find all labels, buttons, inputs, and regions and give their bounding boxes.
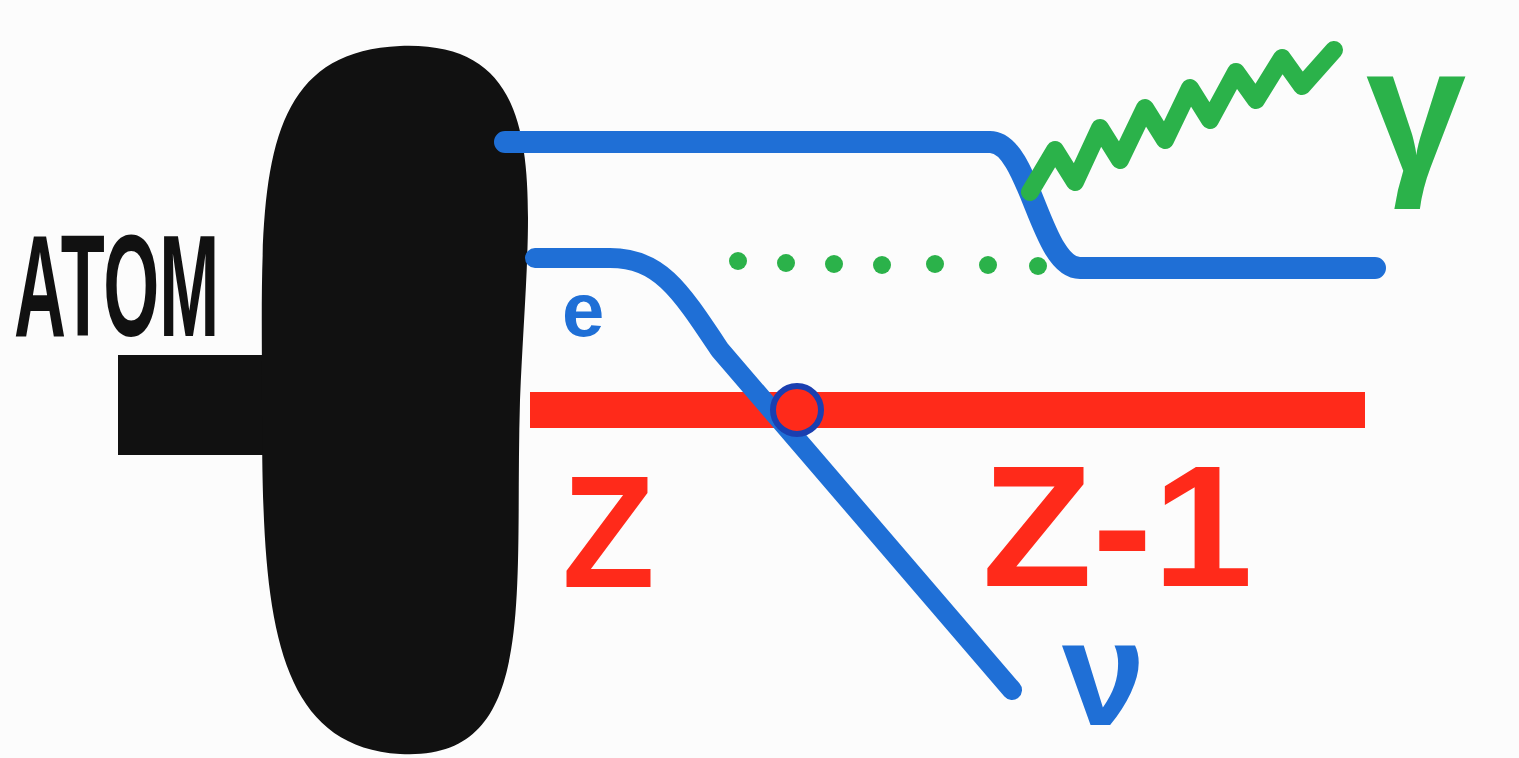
dot xyxy=(979,256,997,274)
photon-label: γ xyxy=(1366,20,1466,200)
charge-label: Z xyxy=(562,452,655,612)
photon-wave xyxy=(1030,50,1334,192)
atom-stub xyxy=(118,355,278,455)
capture-vertex xyxy=(773,386,821,434)
charge-label: Z-1 xyxy=(982,440,1253,612)
dot xyxy=(729,252,747,270)
dot xyxy=(1029,257,1047,275)
dot xyxy=(926,255,944,273)
dot xyxy=(825,255,843,273)
captured-electron-line xyxy=(535,258,1012,690)
electron-line xyxy=(505,142,1375,268)
dot xyxy=(777,254,795,272)
atom-label: ATOM xyxy=(14,214,219,358)
nucleus-line xyxy=(530,392,1365,428)
vacancy-dots xyxy=(729,252,1047,275)
neutrino-label: ν xyxy=(1062,598,1145,748)
atom-body xyxy=(262,46,528,754)
dot xyxy=(873,256,891,274)
electron-label: e xyxy=(562,272,604,348)
